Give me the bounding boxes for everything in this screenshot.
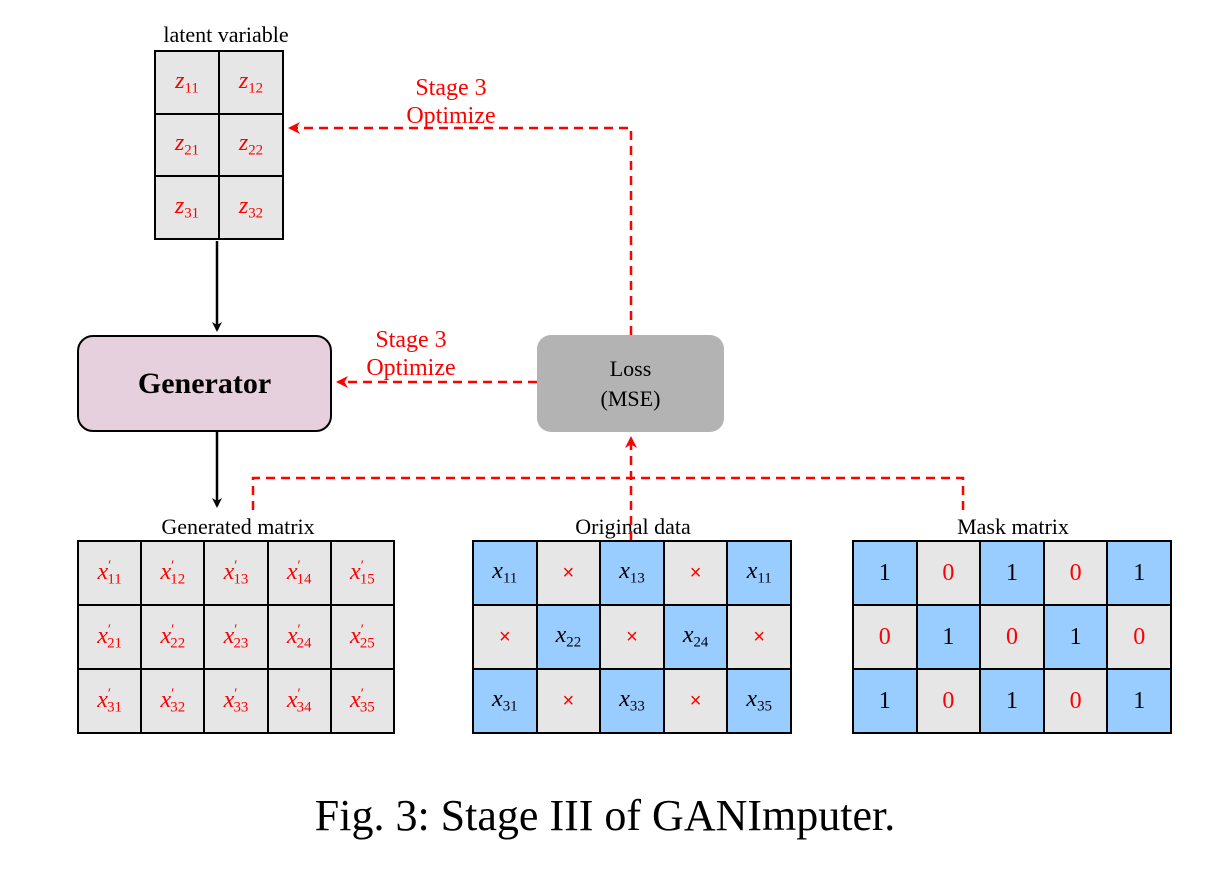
generated-cell: x′21 bbox=[79, 606, 141, 668]
original-missing-cell: × bbox=[601, 606, 663, 668]
generator-box: Generator bbox=[77, 335, 332, 432]
original-observed-cell: x24 bbox=[664, 606, 727, 668]
mask-cell: 0 bbox=[1044, 542, 1107, 604]
generated-cell: x′13 bbox=[205, 542, 267, 604]
mask-cell: 0 bbox=[981, 606, 1043, 668]
original-missing-cell: × bbox=[474, 606, 536, 668]
generated-cell: x′35 bbox=[331, 670, 393, 732]
missing-mark-icon: × bbox=[562, 689, 575, 712]
mask-cell: 0 bbox=[1044, 670, 1107, 732]
mask-cell: 0 bbox=[917, 542, 980, 604]
latent-cell: z21 bbox=[156, 114, 218, 176]
latent-cell: z32 bbox=[220, 177, 282, 238]
original-missing-cell: × bbox=[537, 542, 600, 604]
missing-mark-icon: × bbox=[753, 625, 766, 648]
mask-cell: 1 bbox=[917, 606, 980, 668]
missing-mark-icon: × bbox=[562, 561, 575, 584]
generated-cell: x′11 bbox=[79, 542, 141, 604]
mask-cell: 0 bbox=[1108, 606, 1170, 668]
mask-cell: 0 bbox=[854, 606, 916, 668]
latent-variable-title: latent variable bbox=[163, 22, 289, 47]
original-observed-cell: x22 bbox=[537, 606, 600, 668]
mask-cell: 1 bbox=[981, 542, 1043, 604]
generated-cell: x′34 bbox=[268, 670, 330, 732]
loss-box: Loss (MSE) bbox=[537, 335, 724, 432]
missing-mark-icon: × bbox=[689, 689, 702, 712]
original-observed-cell: x11 bbox=[474, 542, 536, 604]
generated-cell: x′22 bbox=[142, 606, 204, 668]
original-missing-cell: × bbox=[537, 670, 600, 732]
mask-cell: 1 bbox=[1044, 606, 1107, 668]
mask-cell: 1 bbox=[854, 542, 916, 604]
connector-generated-mask bbox=[251, 476, 965, 510]
original-data-matrix: x11 × x13 × x11 × x22 × x24 × x31 × x33 × x35 bbox=[472, 540, 792, 734]
stage-label-middle-line1: Stage 3 bbox=[375, 327, 447, 353]
generated-cell: x′25 bbox=[331, 606, 393, 668]
mask-cell: 1 bbox=[854, 670, 916, 732]
generated-cell: x′24 bbox=[268, 606, 330, 668]
latent-cell: z22 bbox=[220, 114, 282, 176]
generated-cell: x′12 bbox=[142, 542, 204, 604]
stage-label-middle-line2: Optimize bbox=[366, 355, 456, 381]
stage-label-top-line2: Optimize bbox=[406, 103, 496, 129]
latent-cell: z11 bbox=[156, 52, 218, 113]
missing-mark-icon: × bbox=[498, 625, 511, 648]
figure-caption: Fig. 3: Stage III of GANImputer. bbox=[314, 791, 896, 840]
generated-cell: x′33 bbox=[205, 670, 267, 732]
original-data-title: Original data bbox=[575, 514, 691, 539]
mask-cell: 0 bbox=[917, 670, 980, 732]
missing-mark-icon: × bbox=[689, 561, 702, 584]
loss-type-label: (MSE) bbox=[600, 385, 661, 411]
mask-cell: 1 bbox=[1108, 542, 1170, 604]
generator-label: Generator bbox=[137, 366, 272, 400]
generated-cell: x′15 bbox=[331, 542, 393, 604]
latent-cell: z12 bbox=[220, 52, 282, 113]
stage-label-top-line1: Stage 3 bbox=[415, 75, 487, 101]
mask-cell: 1 bbox=[981, 670, 1043, 732]
original-observed-cell: x11 bbox=[728, 542, 790, 604]
latent-cell: z31 bbox=[156, 177, 218, 238]
original-observed-cell: x31 bbox=[474, 670, 536, 732]
loss-label: Loss bbox=[609, 355, 652, 381]
stage-label-top: Stage 3 Optimize bbox=[388, 74, 514, 130]
generated-cell: x′32 bbox=[142, 670, 204, 732]
generated-matrix-title: Generated matrix bbox=[161, 514, 315, 539]
stage-label-middle: Stage 3 Optimize bbox=[348, 326, 474, 382]
mask-cell: 1 bbox=[1108, 670, 1170, 732]
original-observed-cell: x35 bbox=[728, 670, 790, 732]
arrow-loss-to-latent bbox=[288, 122, 633, 335]
mask-matrix-title: Mask matrix bbox=[957, 514, 1069, 539]
generated-cell: x′14 bbox=[268, 542, 330, 604]
original-observed-cell: x13 bbox=[601, 542, 663, 604]
original-missing-cell: × bbox=[664, 542, 727, 604]
generated-cell: x′31 bbox=[79, 670, 141, 732]
original-missing-cell: × bbox=[728, 606, 790, 668]
original-missing-cell: × bbox=[664, 670, 727, 732]
original-observed-cell: x33 bbox=[601, 670, 663, 732]
generated-cell: x′23 bbox=[205, 606, 267, 668]
missing-mark-icon: × bbox=[626, 625, 638, 648]
